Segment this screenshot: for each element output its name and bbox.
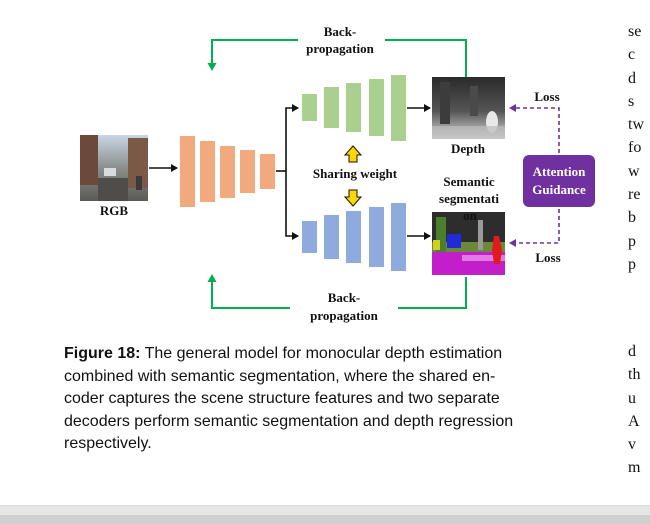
backprop-label-bottom-1: Back- <box>328 290 361 305</box>
caption-line: coder captures the scene structure featu… <box>64 390 500 408</box>
viewer-bottom-bar <box>0 505 650 524</box>
depth-decoder <box>302 75 406 141</box>
paper-page: Back- propagation RGB <box>64 23 644 477</box>
backprop-arrow-bottom <box>207 274 467 309</box>
backprop-label-top-1: Back- <box>324 24 357 39</box>
semantic-label-2: segmentati <box>439 191 499 206</box>
right-column-text-top: se c d s tw fo w re b p p <box>628 23 644 273</box>
shared-encoder <box>180 136 275 207</box>
sharing-weight-label: Sharing weight <box>313 166 398 181</box>
rgb-image <box>80 135 148 201</box>
caption-line: decoders perform semantic segmentation a… <box>64 412 514 430</box>
sharing-weight-arrows <box>343 145 363 207</box>
figure-caption: Figure 18: The general model for monocul… <box>64 343 604 456</box>
caption-line: Figure 18: The general model for monocul… <box>64 345 503 362</box>
loss-label-top: Loss <box>534 89 559 104</box>
attention-label-1: Attention <box>533 164 586 179</box>
rgb-label: RGB <box>100 203 129 218</box>
viewer-bottom-shade <box>0 515 650 524</box>
right-column-text-bottom: d th u A v m <box>628 343 641 477</box>
backprop-label-bottom-2: propagation <box>310 308 378 323</box>
caption-line: combined with semantic segmentation, whe… <box>64 367 496 385</box>
semantic-label-3: on <box>463 208 478 223</box>
figure-number: Figure 18: <box>64 345 141 362</box>
caption-line: respectively. <box>64 435 152 453</box>
loss-arrows <box>509 104 560 247</box>
backprop-label-top-2: propagation <box>306 41 374 56</box>
attention-label-2: Guidance <box>532 182 586 197</box>
depth-label: Depth <box>451 141 486 156</box>
semantic-label-1: Semantic <box>443 174 495 189</box>
model-diagram: Back- propagation RGB <box>80 24 595 323</box>
segmentation-image <box>432 212 505 275</box>
depth-image <box>432 77 505 139</box>
segmentation-decoder <box>302 203 406 271</box>
backprop-arrow-top <box>207 39 467 77</box>
loss-label-bottom: Loss <box>535 250 560 265</box>
attention-guidance-box <box>523 155 595 207</box>
